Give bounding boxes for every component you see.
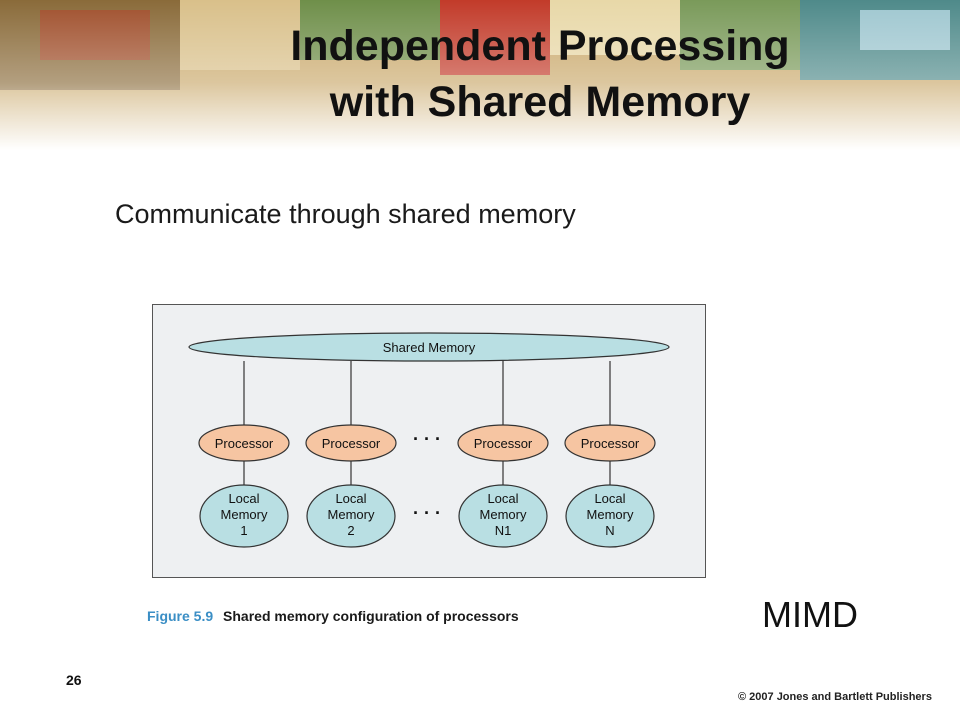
processor-node: Processor (198, 424, 290, 462)
processor-ellipsis: · · · (413, 429, 441, 449)
local-memory-label: 2 (347, 523, 354, 538)
local-memory-label: Local (594, 491, 625, 506)
shared-memory-label: Shared Memory (383, 340, 476, 355)
processor-label: Processor (215, 436, 274, 451)
processor-node: Processor (564, 424, 656, 462)
title-line-2: with Shared Memory (329, 78, 751, 126)
local-memory-node: Local Memory 1 (199, 484, 289, 548)
title-line-1: Independent Processing (290, 22, 790, 70)
local-memory-label: Memory (328, 507, 375, 522)
figure-caption-text: Shared memory configuration of processor… (223, 608, 519, 624)
local-memory-label: Local (228, 491, 259, 506)
processor-label: Processor (474, 436, 533, 451)
local-memory-ellipsis: · · · (413, 503, 441, 523)
local-memory-node: Local Memory 2 (306, 484, 396, 548)
processor-label: Processor (322, 436, 381, 451)
figure-number: Figure 5.9 (147, 608, 214, 624)
page-number: 26 (66, 672, 82, 688)
local-memory-label: N (605, 523, 614, 538)
slide-subtitle: Communicate through shared memory (115, 199, 576, 229)
local-memory-label: Memory (480, 507, 527, 522)
local-memory-node: Local Memory N1 (458, 484, 548, 548)
processor-node: Processor (457, 424, 549, 462)
local-memory-label: 1 (240, 523, 247, 538)
processor-label: Processor (581, 436, 640, 451)
local-memory-label: N1 (495, 523, 512, 538)
mimd-label: MIMD (762, 594, 858, 635)
local-memory-label: Local (335, 491, 366, 506)
processor-node: Processor (305, 424, 397, 462)
header-banner (0, 0, 960, 150)
shared-memory-node (188, 332, 670, 362)
figure-caption: Figure 5.9 Shared memory configuration o… (147, 608, 519, 624)
copyright-notice: © 2007 Jones and Bartlett Publishers (738, 691, 932, 703)
shared-memory-diagram: Shared Memory Processor Processor Proces… (152, 304, 706, 578)
slide-title: Independent Processing with Shared Memor… (160, 18, 920, 130)
local-memory-label: Memory (587, 507, 634, 522)
local-memory-node: Local Memory N (565, 484, 655, 548)
local-memory-label: Memory (221, 507, 268, 522)
local-memory-label: Local (487, 491, 518, 506)
